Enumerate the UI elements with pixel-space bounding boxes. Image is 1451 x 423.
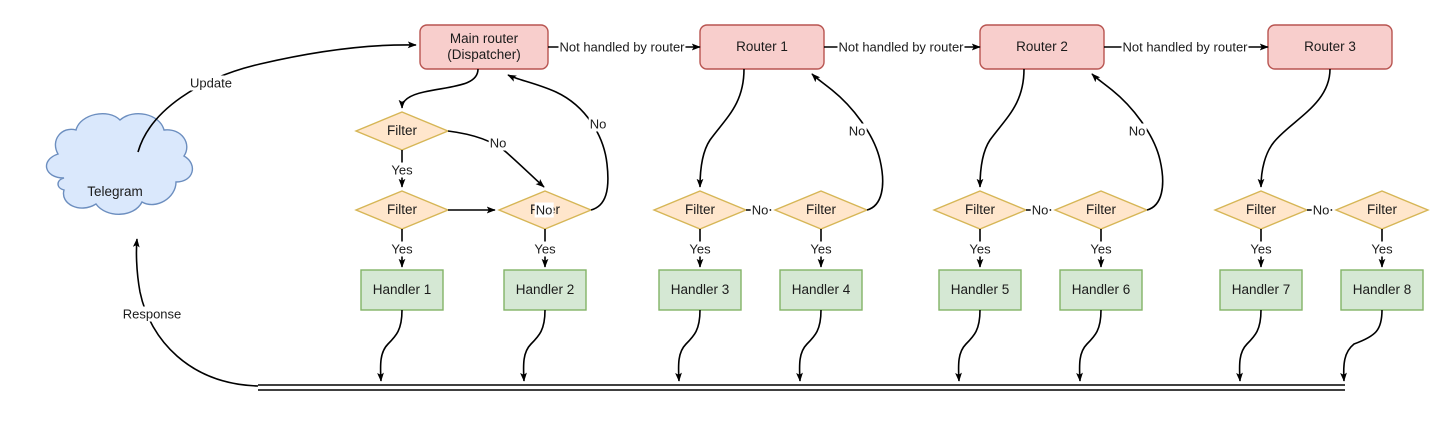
edge-label-yes-7: Yes (1089, 241, 1113, 257)
handler-box-8[interactable] (1340, 269, 1424, 311)
handler-box-1[interactable] (360, 269, 444, 311)
handler-box-2[interactable] (503, 269, 587, 311)
edge-label-not-handled-2: Not handled by router (837, 39, 965, 55)
edge-label-yes-4: Yes (688, 241, 712, 257)
router-label-2: Router 2 (1016, 39, 1068, 54)
edge-label-no-g3-b: No (1127, 123, 1147, 139)
filter-label-9: Filter (1367, 202, 1397, 217)
handler-label-4: Handler 4 (791, 282, 851, 297)
edge-label-yes-8: Yes (1249, 241, 1273, 257)
edge-handler4-to-bus (796, 309, 822, 382)
filter-label-6: Filter (965, 202, 995, 217)
handler-box-6[interactable] (1059, 269, 1143, 311)
response-bus (258, 384, 1345, 391)
edge-label-yes-9: Yes (1370, 241, 1394, 257)
edge-label-no-g1-b: No (534, 202, 554, 218)
handler-label-2: Handler 2 (515, 282, 575, 297)
edge-label-yes-1: Yes (390, 162, 414, 178)
edge-label-no-g4-a: No (1311, 202, 1331, 218)
edge-handler6-to-bus (1076, 309, 1102, 382)
edge-label-no-g3-a: No (1030, 202, 1050, 218)
filter-label-8: Filter (1246, 202, 1276, 217)
edge-handler5-to-bus (955, 309, 981, 382)
edge-label-update: Update (189, 75, 233, 91)
handler-label-7: Handler 7 (1231, 282, 1291, 297)
edge-handler3-to-bus (675, 309, 701, 382)
handler-label-5: Handler 5 (950, 282, 1010, 297)
edge-filter5-no-to-router1 (811, 73, 884, 211)
handler-label-1: Handler 1 (372, 282, 432, 297)
edge-router2-to-filter6 (976, 68, 1025, 188)
edge-label-not-handled-3: Not handled by router (1121, 39, 1249, 55)
edge-handler7-to-bus (1236, 309, 1262, 382)
handler-box-7[interactable] (1219, 269, 1303, 311)
router-label-main: Main router (Dispatcher) (447, 31, 521, 62)
edge-label-yes-5: Yes (809, 241, 833, 257)
edge-filter1-no-to-filter3 (447, 130, 545, 188)
edge-filter3-no-to-main (507, 74, 609, 211)
filter-label-5: Filter (806, 202, 836, 217)
edge-router1-to-filter4 (696, 68, 745, 188)
handler-box-4[interactable] (779, 269, 863, 311)
filter-label-2: Filter (387, 202, 417, 217)
edge-label-no-g2-b: No (847, 123, 867, 139)
edge-label-yes-3: Yes (533, 241, 557, 257)
edge-label-no-g1-a: No (488, 135, 508, 151)
edge-label-yes-6: Yes (968, 241, 992, 257)
edge-label-yes-2: Yes (390, 241, 414, 257)
edge-label-no-g1-c: No (588, 116, 608, 132)
filter-label-7: Filter (1086, 202, 1116, 217)
filter-label-1: Filter (387, 123, 417, 138)
edge-label-no-g2-a: No (750, 202, 770, 218)
edge-handler2-to-bus (520, 309, 546, 382)
handler-box-3[interactable] (658, 269, 742, 311)
edge-label-response: Response (121, 306, 183, 322)
edge-filter7-no-to-router2 (1091, 73, 1164, 211)
router-label-1: Router 1 (736, 39, 788, 54)
filter-label-4: Filter (685, 202, 715, 217)
edge-handler1-to-bus (377, 309, 403, 382)
router-label-3: Router 3 (1304, 39, 1356, 54)
handler-label-3: Handler 3 (670, 282, 730, 297)
edge-router3-to-filter8 (1257, 68, 1331, 188)
edge-label-not-handled-1: Not handled by router (558, 39, 686, 55)
handler-label-6: Handler 6 (1071, 282, 1131, 297)
edge-handler8-to-bus (1340, 309, 1383, 382)
handler-label-8: Handler 8 (1352, 282, 1412, 297)
edge-main-to-filter1 (398, 68, 479, 109)
cloud-label: Telegram (87, 184, 143, 199)
edge-update (137, 41, 417, 153)
telegram-cloud-shape (46, 112, 194, 215)
